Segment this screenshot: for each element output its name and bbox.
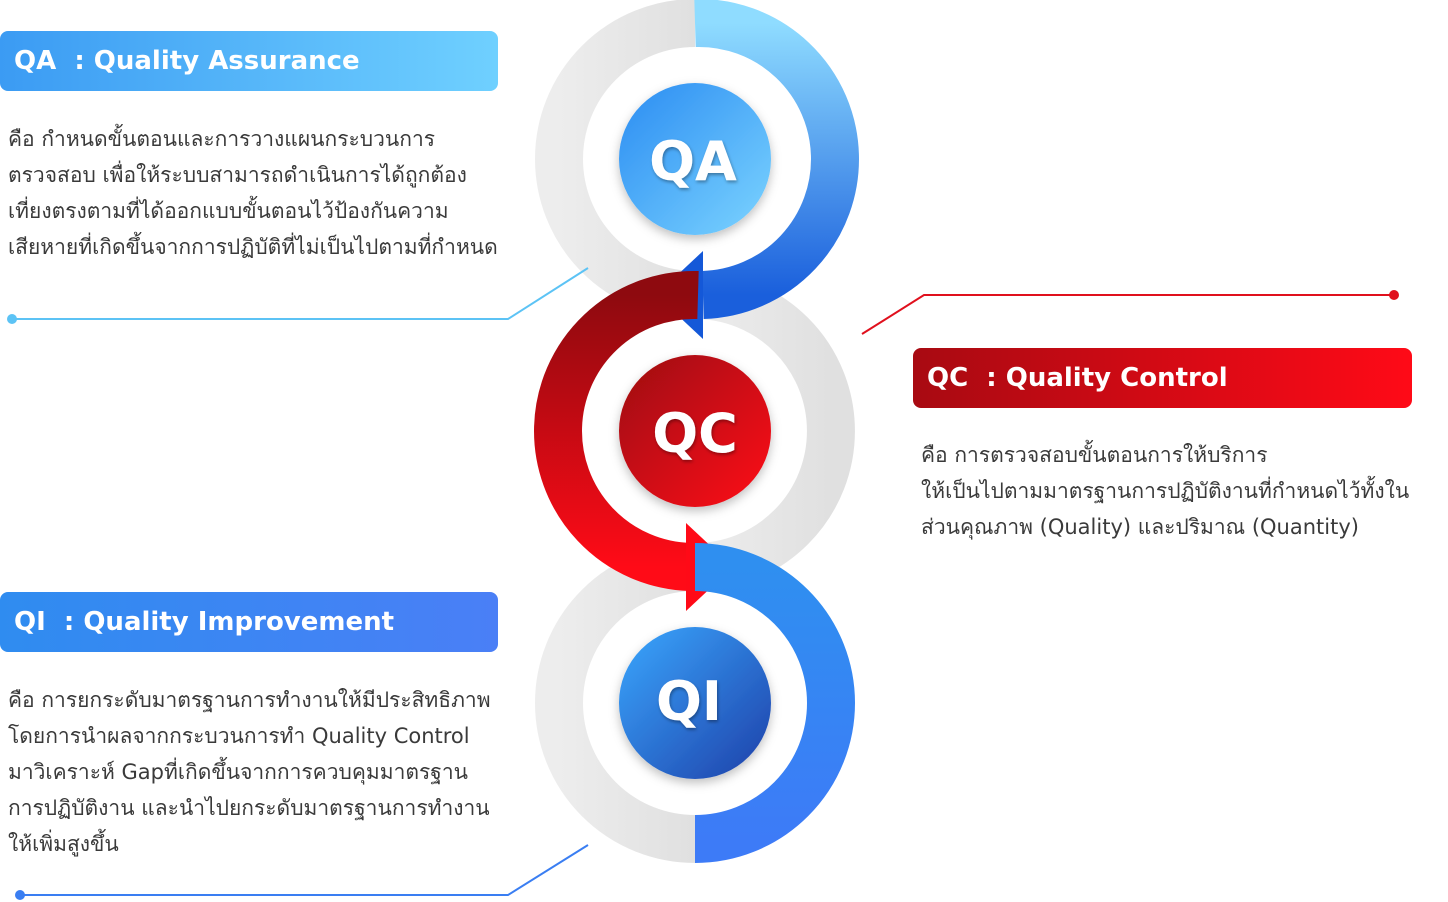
qa-ring-background <box>535 0 696 319</box>
qc-arc <box>534 270 699 591</box>
qi-description-line: โดยการนำผลจากกระบวนการทำ Quality Control <box>8 724 470 748</box>
qi-circle <box>619 627 771 779</box>
qi-description-line: คือ การยกระดับมาตรฐานการทำงานให้มีประสิท… <box>8 688 491 712</box>
qa-circle <box>619 83 771 235</box>
qa-description-line: ตรวจสอบ เพื่อให้ระบบสามารถดำเนินการได้ถู… <box>8 163 467 187</box>
qa-description-line: เที่ยงตรงตามที่ได้ออกแบบขั้นตอนไว้ป้องกั… <box>8 199 449 223</box>
qi-ring-background <box>535 543 696 863</box>
qi-description: คือ การยกระดับมาตรฐานการทำงานให้มีประสิท… <box>8 682 491 862</box>
qa-circle-label: QA <box>649 130 737 193</box>
qc-description-line: คือ การตรวจสอบขั้นตอนการให้บริการ <box>921 443 1268 467</box>
qc-circle <box>619 355 771 507</box>
qc-heading: QC : Quality Control <box>913 348 1412 408</box>
qc-circle-label: QC <box>652 402 738 465</box>
qi-description-line: มาวิเคราะห์ Gapที่เกิดขึ้นจากการควบคุมมา… <box>8 760 469 784</box>
qi-description-line: การปฏิบัติงาน และนำไปยกระดับมาตรฐานการทำ… <box>8 796 490 820</box>
qa-description-line: เสียหายที่เกิดขึ้นจากการปฏิบัติที่ไม่เป็… <box>8 235 498 259</box>
qc-connector-line <box>861 294 1394 335</box>
qi-heading: QI : Quality Improvement <box>0 592 498 652</box>
qa-connector-dot <box>7 314 17 324</box>
qi-connector-line <box>20 844 589 896</box>
qa-connector-line <box>12 267 589 320</box>
qi-circle-label: QI <box>656 670 722 733</box>
qc-connector-dot <box>1389 290 1399 300</box>
qa-description-line: คือ กำหนดขั้นตอนและการวางแผนกระบวนการ <box>8 127 436 151</box>
qc-description-line: ให้เป็นไปตามมาตรฐานการปฏิบัติงานที่กำหนด… <box>921 479 1410 503</box>
qa-arc <box>694 0 859 319</box>
qa-heading: QA : Quality Assurance <box>0 31 498 91</box>
qi-connector-dot <box>15 890 25 900</box>
qc-description-line: ส่วนคุณภาพ (Quality) และปริมาณ (Quantity… <box>921 515 1359 539</box>
qc-ring-background <box>694 271 855 591</box>
qa-description: คือ กำหนดขั้นตอนและการวางแผนกระบวนการ ตร… <box>8 121 498 265</box>
qc-description: คือ การตรวจสอบขั้นตอนการให้บริการ ให้เป็… <box>921 437 1409 545</box>
qi-description-line: ให้เพิ่มสูงขึ้น <box>8 832 119 856</box>
qi-arc <box>694 543 855 863</box>
